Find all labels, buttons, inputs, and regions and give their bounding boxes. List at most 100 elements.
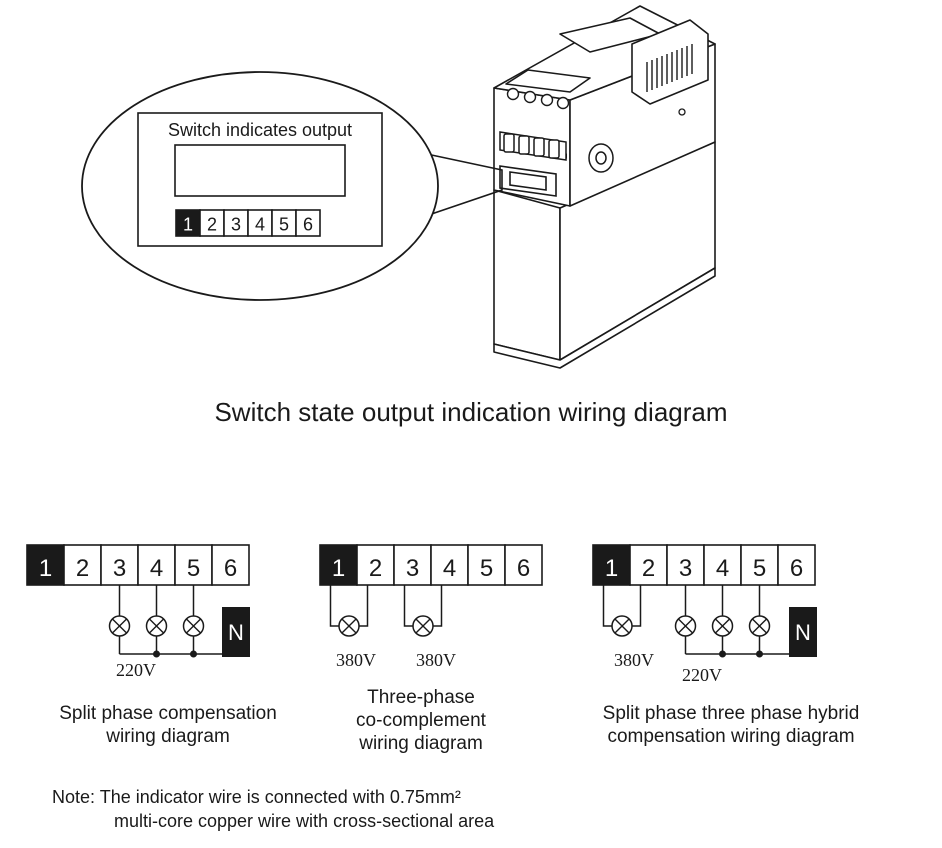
d2-terminal-cell-6	[504, 544, 543, 586]
d3-caption-line-1: Split phase three phase hybrid	[603, 703, 860, 724]
d2-lamp-2	[412, 615, 434, 637]
junction-dot	[756, 650, 763, 658]
d1-voltage: 220V	[116, 660, 156, 680]
d3-terminal-label-6: 6	[790, 555, 803, 582]
callout-terminal-cell-3	[223, 209, 249, 237]
screw-4	[556, 96, 570, 110]
d3-terminal-cell-4	[703, 544, 742, 586]
d2-voltage-2: 380V	[416, 650, 456, 670]
capacitor-device	[493, 5, 716, 369]
wire	[329, 585, 339, 627]
d3-lamp-4	[748, 615, 771, 637]
wire	[403, 585, 413, 627]
neutral-terminal	[222, 607, 250, 657]
clamp-strip	[499, 131, 567, 161]
callout-terminal-label-4: 4	[255, 214, 265, 234]
indicator-connector	[499, 165, 557, 197]
callout-terminal-label-3: 3	[231, 214, 241, 234]
d3-voltage-2: 220V	[682, 665, 722, 685]
d2-terminal-cell-5	[467, 544, 506, 586]
d3-lamp-3	[711, 615, 734, 637]
callout-terminal-label-6: 6	[303, 214, 313, 234]
note-line-2: multi-core copper wire with cross-sectio…	[114, 811, 495, 831]
junction-dot	[153, 650, 160, 658]
callout-terminal-cell-6	[295, 209, 321, 237]
d1-lamp-2	[145, 615, 168, 637]
device-bottom-rim	[493, 267, 716, 369]
callout-display-window	[174, 144, 346, 197]
d2-terminal-label-4: 4	[443, 555, 456, 582]
wire	[433, 585, 443, 627]
d3-terminal-label-5: 5	[753, 555, 766, 582]
note-line-1: Note: The indicator wire is connected wi…	[52, 787, 461, 807]
d3-terminal-cell-6	[777, 544, 816, 586]
d1-caption-line-1: Split phase compensation	[59, 703, 277, 724]
d2-terminal-label-6: 6	[517, 555, 530, 582]
side-screw	[678, 108, 686, 116]
junction-dot	[190, 650, 197, 658]
side-knob	[588, 143, 614, 173]
wire	[602, 585, 612, 627]
screw-3	[540, 93, 554, 107]
wire	[632, 585, 642, 627]
d2-terminal-label-2: 2	[369, 555, 382, 582]
terminal-block-top	[505, 69, 591, 93]
rear-panel	[631, 19, 709, 105]
d1-terminal-cell-3	[100, 544, 139, 586]
d1-lamp-1	[108, 615, 131, 637]
d2-caption-line-2: co-complement	[356, 710, 487, 731]
d2-terminal-label-3: 3	[406, 555, 419, 582]
d1-terminal-label-4: 4	[150, 555, 163, 582]
d2-caption-line-1: Three-phase	[367, 687, 475, 708]
d3-terminal-cell-2	[629, 544, 668, 586]
d3-terminal-label-1: 1	[605, 555, 618, 582]
callout-terminal-cell-4	[247, 209, 273, 237]
d1-caption-line-2: wiring diagram	[105, 726, 230, 747]
d2-terminal-cell-2	[356, 544, 395, 586]
d1-terminal-label-2: 2	[76, 555, 89, 582]
main-title: Switch state output indication wiring di…	[214, 397, 727, 427]
d3-lamp-1	[611, 615, 633, 637]
d2-voltage-1: 380V	[336, 650, 376, 670]
junction-dot	[719, 650, 726, 658]
d1-terminal-label-5: 5	[187, 555, 200, 582]
neutral-label: N	[795, 620, 811, 645]
d1-lamp-3	[182, 615, 205, 637]
d3-terminal-label-2: 2	[642, 555, 655, 582]
screw-1	[506, 87, 520, 101]
neutral-label: N	[228, 620, 244, 645]
d3-voltage-1: 380V	[614, 650, 654, 670]
callout-terminal-label-2: 2	[207, 214, 217, 234]
d1-terminal-label-1: 1	[39, 555, 52, 582]
wire-note: Note: The indicator wire is connected wi…	[52, 787, 495, 831]
d3-caption-line-2: compensation wiring diagram	[607, 726, 854, 747]
callout-pointer	[407, 149, 503, 223]
callout-terminal-label-1: 1	[183, 214, 193, 234]
neutral-terminal	[789, 607, 817, 657]
d3-terminal-label-3: 3	[679, 555, 692, 582]
d2-terminal-label-1: 1	[332, 555, 345, 582]
d3-lamp-2	[674, 615, 697, 637]
d1-terminal-label-3: 3	[113, 555, 126, 582]
d1-terminal-cell-2	[63, 544, 102, 586]
screw-2	[523, 90, 537, 104]
wire	[359, 585, 369, 627]
vent-grille	[646, 44, 693, 92]
d2-caption-line-3: wiring diagram	[358, 733, 483, 754]
device-body-front	[493, 189, 561, 361]
d2-lamp-1	[338, 615, 360, 637]
callout-terminal-cell-2	[199, 209, 225, 237]
d1-terminal-cell-6	[211, 544, 250, 586]
d2-terminal-label-5: 5	[480, 555, 493, 582]
terminal-screws	[506, 87, 570, 110]
d1-terminal-label-6: 6	[224, 555, 237, 582]
d3-terminal-label-4: 4	[716, 555, 729, 582]
callout-label: Switch indicates output	[168, 120, 352, 140]
